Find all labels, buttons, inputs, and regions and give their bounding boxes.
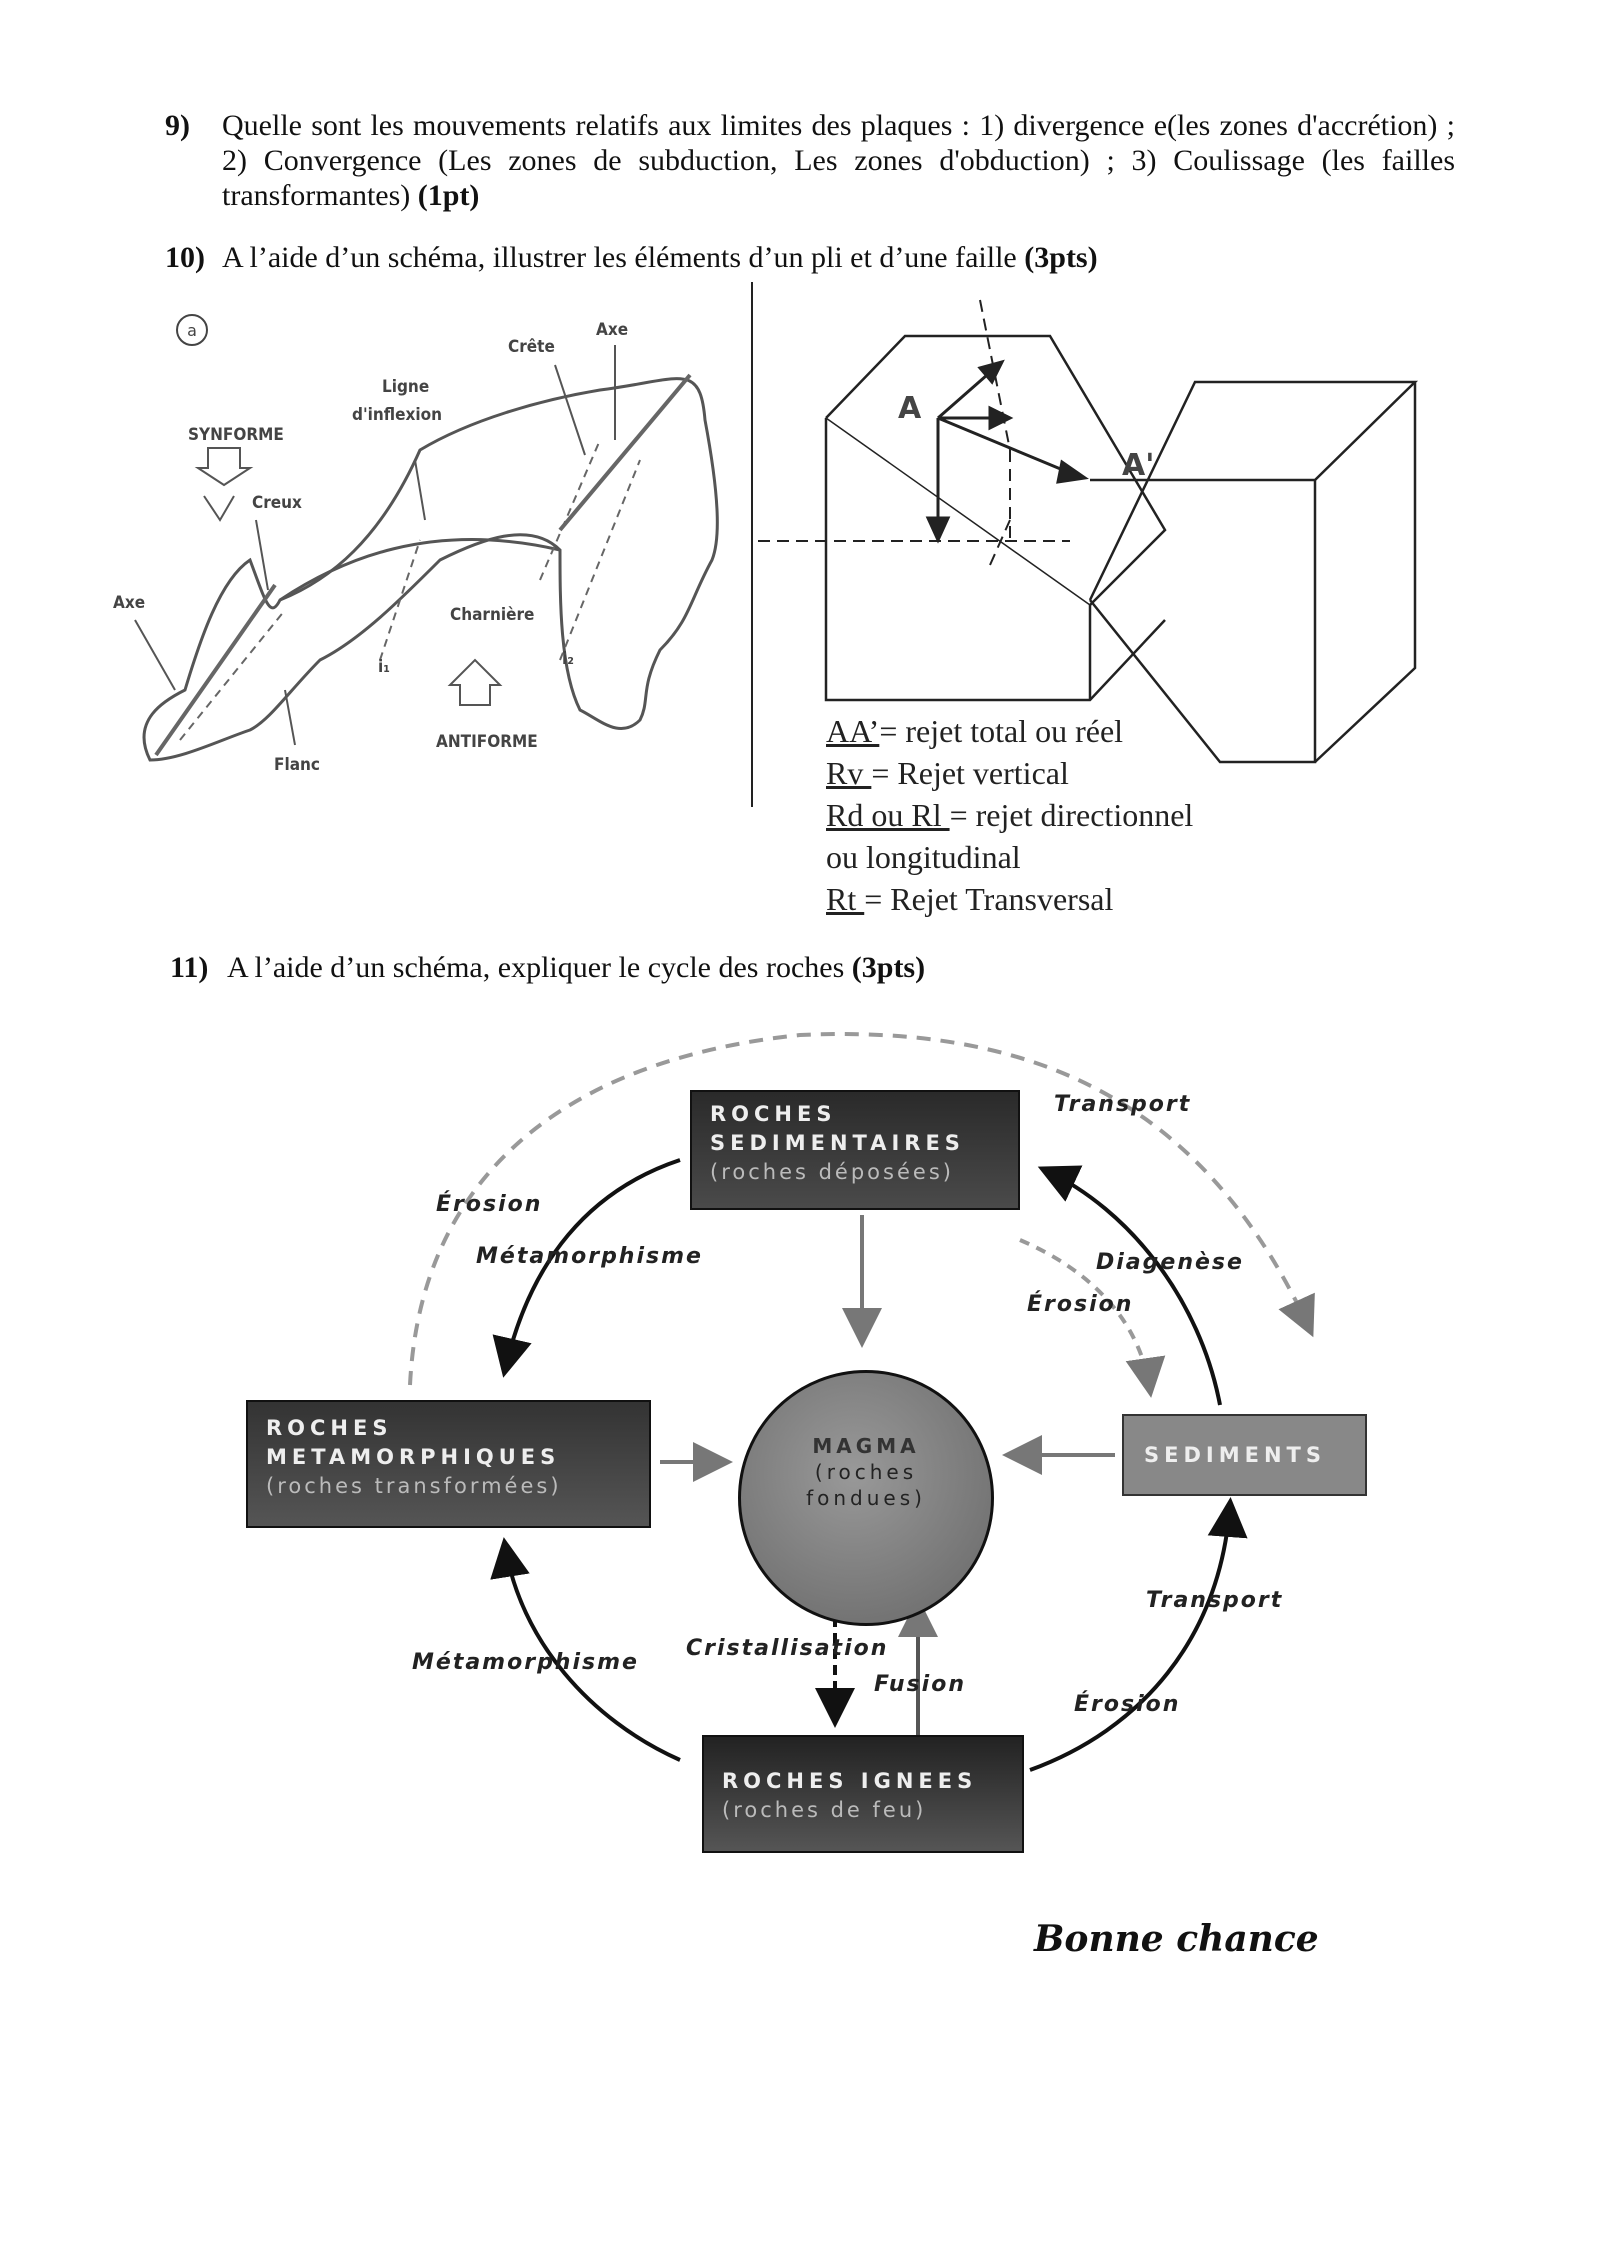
- closing-text: Bonne chance: [1034, 1918, 1319, 1960]
- box-roches-metamorphiques: ROCHES METAMORPHIQUES (roches transformé…: [246, 1400, 651, 1528]
- question-text: A l’aide d’un schéma, expliquer le cycle…: [227, 951, 926, 984]
- fold-surface: [142, 377, 719, 762]
- box-roches-sedimentaires: ROCHES SEDIMENTAIRES (roches déposées): [690, 1090, 1020, 1210]
- erosion-arrow-right: [1029, 1497, 1248, 1772]
- legend-line: Rv = Rejet vertical: [826, 755, 1069, 791]
- outer-transport-arrow: [408, 1032, 1315, 1386]
- box-sediments: SEDIMENTS: [1122, 1414, 1367, 1496]
- synforme-v-icon: [203, 495, 235, 522]
- label-erosion-right: Érosion: [1074, 1692, 1181, 1717]
- label-metamorphisme-bottom: Métamorphisme: [412, 1650, 639, 1675]
- label-inflexion: d'inflexion: [352, 405, 442, 425]
- dashed-line-mid: [539, 439, 601, 581]
- meta-arrow-bottom: [490, 1537, 681, 1762]
- hinge-curve: [279, 538, 561, 602]
- erosion-mid-arrow: [1019, 1238, 1166, 1398]
- legend-line: Rt = Rejet Transversal: [826, 881, 1114, 917]
- label-metamorphisme-top: Métamorphisme: [476, 1244, 703, 1269]
- antiforme-arrow-icon: [447, 658, 503, 706]
- question-text: Quelle sont les mouvements relatifs aux …: [222, 109, 1455, 212]
- dashed-short: [989, 519, 1011, 566]
- fault-plane-edge: [825, 417, 1091, 606]
- ligne-pointer: [414, 459, 426, 521]
- inflexion-line-2: [559, 459, 641, 661]
- points: (1pt): [417, 179, 480, 212]
- label-charniere: Charnière: [450, 605, 534, 625]
- synforme-arrow-icon: [194, 447, 254, 487]
- label-ligne: Ligne: [382, 377, 429, 397]
- points: (3pts): [1024, 241, 1098, 274]
- label-erosion-mid: Érosion: [1027, 1292, 1134, 1317]
- label-axe-top: Axe: [596, 320, 628, 340]
- creux-pointer: [255, 519, 269, 591]
- left-block-top: [825, 334, 1167, 606]
- rt-arrow-head: [977, 359, 1005, 385]
- aa-arrow: [937, 416, 1076, 477]
- flanc-pointer: [284, 689, 296, 746]
- legend-line: Rd ou Rl = rejet directionnel: [826, 797, 1194, 833]
- fold-diagram: a SYNFORME Creux Ligne d'inflexion Crête…: [113, 314, 719, 775]
- inflexion-line-1: [379, 539, 421, 661]
- diagenese-arrow: [1037, 1165, 1222, 1406]
- badge-label: a: [187, 321, 197, 340]
- right-block-front: [1089, 480, 1317, 764]
- aa-arrow-head: [1056, 459, 1089, 484]
- magma-circle: MAGMA (roches fondues): [738, 1370, 994, 1626]
- question-number: 11): [170, 951, 209, 984]
- rv-arrow-head: [925, 516, 951, 544]
- label-antiforme: ANTIFORME: [436, 732, 538, 752]
- right-block-side: [1314, 382, 1417, 763]
- axis-line-left: [154, 583, 277, 757]
- label-erosion-left: Érosion: [436, 1192, 543, 1217]
- label-i1: i₁: [378, 657, 390, 677]
- diagram-divider: [751, 282, 753, 807]
- rock-cycle-arrows: [408, 1032, 1315, 1772]
- label-synforme: SYNFORME: [188, 425, 284, 445]
- label-crete: Crête: [508, 337, 555, 357]
- label-axe-left: Axe: [113, 593, 145, 613]
- label-creux: Creux: [252, 493, 302, 513]
- legend-line: AA’= rejet total ou réel: [826, 713, 1124, 749]
- label-transport-top: Transport: [1054, 1092, 1192, 1117]
- point-a-label: A: [898, 391, 922, 426]
- points: (3pts): [851, 951, 926, 984]
- label-cristallisation: Cristallisation: [686, 1636, 889, 1661]
- label-i2: i₂: [562, 649, 574, 669]
- crete-pointer: [554, 364, 586, 456]
- rd-arrow-head: [988, 405, 1014, 431]
- badge-circle: [176, 314, 208, 346]
- fault-diagram: A A': [758, 299, 1419, 764]
- label-transport-right: Transport: [1146, 1588, 1284, 1613]
- meta-arrow-top: [492, 1158, 681, 1378]
- axe-left-pointer: [134, 619, 176, 691]
- box-roches-ignees: ROCHES IGNEES (roches de feu): [702, 1735, 1024, 1853]
- question-text: A l’aide d’un schéma, illustrer les élém…: [222, 241, 1098, 274]
- fault-legend: AA’= rejet total ou réel Rv = Rejet vert…: [826, 710, 1193, 920]
- left-block-front: [824, 418, 1166, 702]
- legend-line: ou longitudinal: [826, 839, 1021, 875]
- label-fusion: Fusion: [874, 1672, 966, 1697]
- label-diagenese: Diagenèse: [1096, 1250, 1244, 1275]
- question-number: 9): [165, 109, 190, 142]
- axis-line-right: [558, 373, 692, 532]
- question-number: 10): [165, 241, 205, 274]
- label-flanc: Flanc: [274, 755, 320, 775]
- point-a-prime-label: A': [1122, 448, 1154, 483]
